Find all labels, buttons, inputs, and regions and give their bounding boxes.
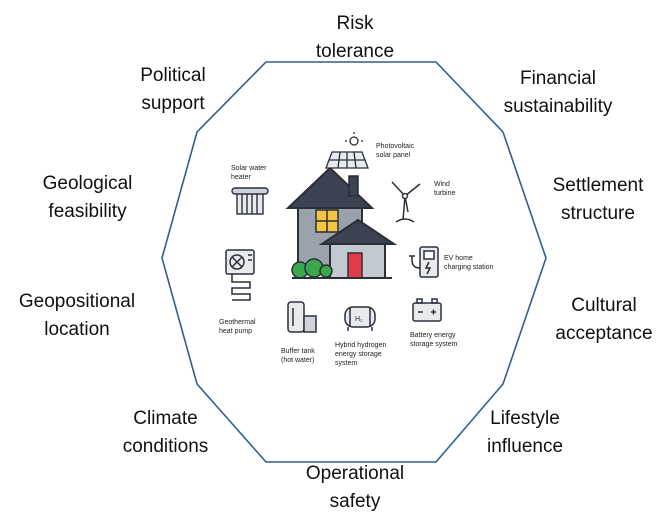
factor-label-line: Financial xyxy=(519,68,597,89)
factor-label-line: Cultural xyxy=(571,295,637,316)
factor-climate-conditions: Climate conditions xyxy=(108,405,223,461)
factor-label-line: acceptance xyxy=(555,323,653,344)
factor-label-line: support xyxy=(141,93,205,114)
tech-label-line: Battery energy xyxy=(410,332,456,339)
tech-label-line: Photovoltaic xyxy=(376,143,415,150)
tech-label-line: heater xyxy=(231,174,251,181)
tech-label-line: charging station xyxy=(444,264,494,271)
tech-label-line: turbine xyxy=(434,190,456,197)
tech-label-line: Wind xyxy=(434,181,450,188)
geothermal-heat-pump-icon xyxy=(225,249,255,301)
factor-label-line: structure xyxy=(561,203,635,224)
tech-label-line: (hot water) xyxy=(281,357,315,364)
buffer-tank-icon xyxy=(287,301,317,333)
tech-battery-storage: Battery energy storage system xyxy=(410,331,457,349)
factor-label-line: Geopositional xyxy=(18,291,136,312)
factor-operational-safety: Operational safety xyxy=(280,460,430,516)
factor-settlement-structure: Settlement structure xyxy=(538,172,658,228)
factor-cultural-acceptance: Cultural acceptance xyxy=(548,292,660,348)
battery-icon xyxy=(412,298,442,322)
svg-text:H₂: H₂ xyxy=(355,316,363,323)
factor-label-line: Risk xyxy=(336,13,374,34)
factor-label-line: sustainability xyxy=(503,96,613,117)
factor-label-line: Geological xyxy=(42,173,133,194)
factor-label-line: safety xyxy=(329,491,381,512)
tech-label-line: EV home xyxy=(444,255,473,262)
factor-geological-feasibility: Geological feasibility xyxy=(25,170,150,226)
tech-label-line: system xyxy=(335,360,358,367)
factor-lifestyle-influence: Lifestyle influence xyxy=(465,405,585,461)
factor-label-line: location xyxy=(44,319,110,340)
factor-label-line: feasibility xyxy=(48,201,127,222)
tech-ev-charging: EV home charging station xyxy=(444,254,493,272)
tech-label-line: energy storage xyxy=(335,351,382,358)
tech-geothermal-heat-pump: Geothermal heat pump xyxy=(219,318,256,336)
photovoltaic-panel-icon xyxy=(325,132,369,169)
tech-hydrogen-storage: Hybrid hydrogen energy storage system xyxy=(335,341,386,368)
tech-photovoltaic-panel: Photovoltaic solar panel xyxy=(376,142,414,160)
factor-label-line: Operational xyxy=(305,463,405,484)
factor-label-line: Lifestyle xyxy=(490,408,560,429)
factor-risk-tolerance: Risk tolerance xyxy=(300,10,410,66)
factor-label-line: conditions xyxy=(122,436,209,457)
hydrogen-storage-icon: H₂ xyxy=(344,306,376,331)
solar-water-heater-icon xyxy=(231,187,269,215)
factor-geopositional-location: Geopositional location xyxy=(2,288,152,344)
tech-solar-water-heater: Solar water heater xyxy=(231,164,266,182)
factor-label-line: tolerance xyxy=(315,41,395,62)
house-illustration xyxy=(285,166,398,279)
tech-label-line: heat pump xyxy=(219,328,253,335)
factor-label-line: Settlement xyxy=(552,175,644,196)
wind-turbine-icon xyxy=(391,181,421,223)
tech-wind-turbine: Wind turbine xyxy=(434,180,455,198)
ev-charging-icon xyxy=(409,246,439,278)
factor-label-line: Political xyxy=(140,65,206,86)
tech-label-line: Hybrid hydrogen xyxy=(335,342,387,349)
tech-label-line: solar panel xyxy=(376,152,411,159)
factor-political-support: Political support xyxy=(118,62,228,118)
tech-label-line: Solar water xyxy=(231,165,267,172)
tech-label-line: Geothermal xyxy=(219,319,256,326)
factor-label-line: Climate xyxy=(133,408,198,429)
tech-label-line: storage system xyxy=(410,341,458,348)
factor-financial-sustainability: Financial sustainability xyxy=(483,65,633,121)
tech-label-line: Buffer tank xyxy=(281,348,315,355)
tech-buffer-tank: Buffer tank (hot water) xyxy=(281,347,315,365)
factor-label-line: influence xyxy=(486,436,564,457)
